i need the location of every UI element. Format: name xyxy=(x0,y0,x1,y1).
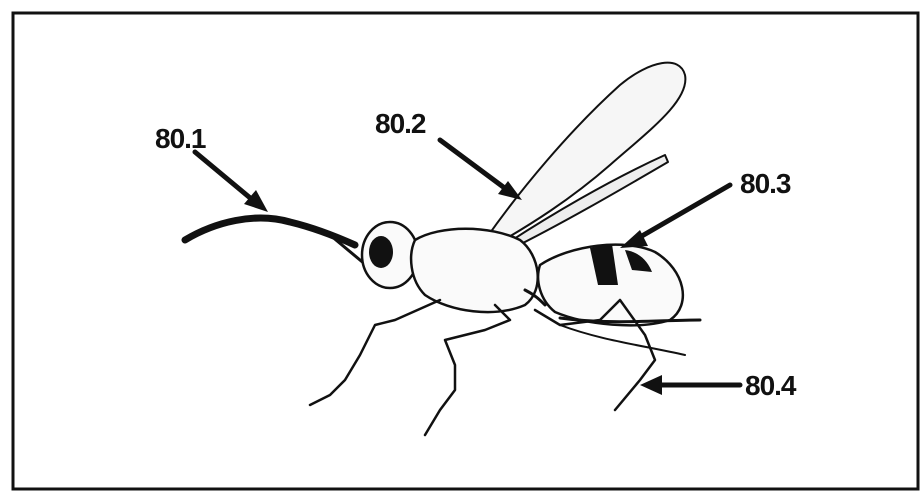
label-80-2: 80.2 xyxy=(375,108,426,139)
label-80-3: 80.3 xyxy=(740,168,791,199)
wasp-illustration xyxy=(185,63,740,435)
arrowhead-80-4 xyxy=(640,375,662,395)
midleg xyxy=(425,305,510,435)
forewing xyxy=(485,63,685,245)
thorax xyxy=(411,229,538,312)
antenna xyxy=(185,218,355,245)
foreleg xyxy=(310,300,440,405)
arrow-80-3 xyxy=(635,185,730,240)
label-80-4: 80.4 xyxy=(745,370,797,401)
arrow-80-2 xyxy=(440,140,510,192)
compound-eye xyxy=(369,236,393,268)
label-80-1: 80.1 xyxy=(155,123,206,154)
arrow-80-1 xyxy=(195,152,255,202)
hindleg-tibia xyxy=(560,325,685,355)
